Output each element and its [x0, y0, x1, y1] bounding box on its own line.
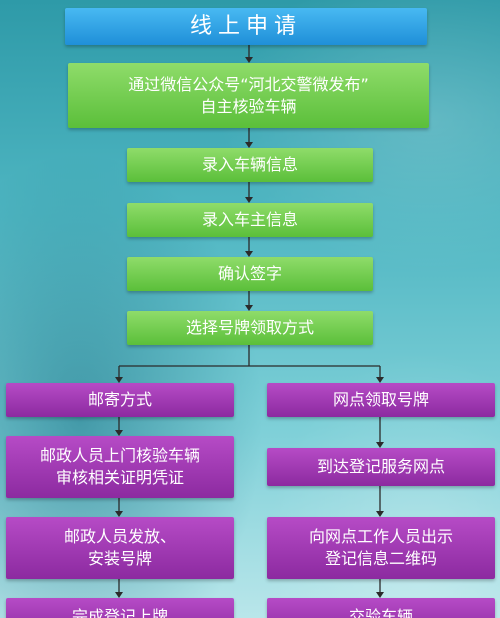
- title-box: 线上申请: [65, 8, 427, 45]
- right-branch-arrive: 到达登记服务网点: [267, 448, 495, 486]
- left-branch-postal-verify: 邮政人员上门核验车辆 审核相关证明凭证: [6, 436, 234, 498]
- step-text: 录入车辆信息: [201, 155, 298, 175]
- branch-text-line: 登记信息二维码: [324, 549, 437, 568]
- right-branch-show-qr: 向网点工作人员出示 登记信息二维码: [267, 517, 495, 579]
- branch-text-line: 安装号牌: [87, 549, 152, 568]
- step-text-line: 自主核验车辆: [200, 96, 297, 116]
- left-branch-postal-install: 邮政人员发放、 安装号牌: [6, 517, 234, 579]
- branch-text-line: 邮政人员发放、: [63, 527, 176, 547]
- right-branch-inspect: 交验车辆: [267, 598, 495, 618]
- step-text: 确认签字: [217, 264, 282, 284]
- branch-text: 网点领取号牌: [332, 390, 429, 410]
- branch-text: 到达登记服务网点: [316, 457, 445, 477]
- step-text-line: 通过微信公众号“河北交警微发布”: [128, 74, 369, 94]
- step-verify-vehicle: 通过微信公众号“河北交警微发布” 自主核验车辆: [68, 63, 429, 128]
- page-title: 线上申请: [189, 13, 302, 39]
- left-branch-complete: 完成登记上牌: [6, 598, 234, 618]
- branch-text-line: 审核相关证明凭证: [55, 468, 184, 487]
- step-text: 录入车主信息: [201, 210, 298, 230]
- right-branch-pickup: 网点领取号牌: [267, 383, 495, 417]
- left-branch-mail: 邮寄方式: [6, 383, 234, 417]
- branch-text: 邮寄方式: [87, 390, 152, 410]
- branch-text-line: 向网点工作人员出示: [308, 527, 453, 547]
- branch-text-line: 邮政人员上门核验车辆: [39, 446, 200, 466]
- step-confirm-sign: 确认签字: [127, 257, 373, 291]
- step-text: 选择号牌领取方式: [185, 318, 314, 338]
- branch-text: 完成登记上牌: [71, 607, 168, 618]
- branch-text: 交验车辆: [348, 607, 413, 618]
- step-choose-plate-method: 选择号牌领取方式: [127, 311, 373, 345]
- step-enter-vehicle-info: 录入车辆信息: [127, 148, 373, 182]
- step-enter-owner-info: 录入车主信息: [127, 203, 373, 237]
